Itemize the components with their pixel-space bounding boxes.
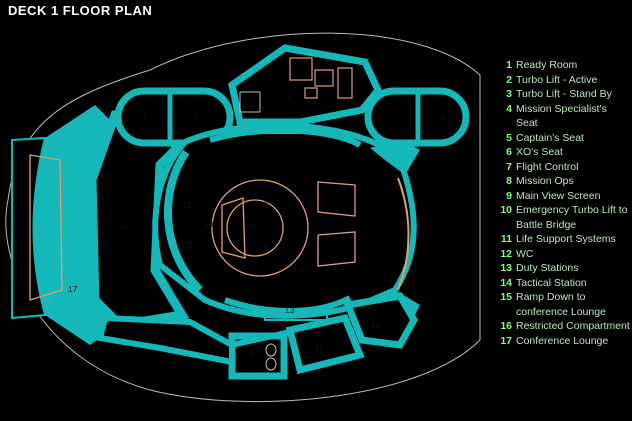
life-support — [285, 313, 365, 375]
legend-text: Restricted Compartment — [516, 320, 630, 332]
legend-item: 6 XO's Seat — [491, 145, 631, 160]
legend-item: 17 Conference Lounge — [491, 334, 631, 349]
legend-item: 8 Mission Ops — [491, 174, 631, 189]
legend-number: 10 — [500, 204, 512, 216]
legend-number: 17 — [500, 334, 512, 347]
plan-label-10: 10 — [371, 320, 381, 330]
legend-text: XO's Seat — [516, 146, 563, 158]
plan-label-13: 13 — [182, 240, 192, 250]
plan-label-5: 5 — [252, 221, 257, 231]
legend-number: 16 — [500, 320, 512, 332]
plan-label-17: 17 — [68, 284, 78, 294]
legend-item: 13 Duty Stations — [491, 261, 631, 276]
plan-label-11: 11 — [315, 342, 324, 352]
plan-label-7: 7 — [310, 239, 315, 249]
legend-number: 4 — [506, 102, 512, 115]
plan-label-13: 13 — [265, 134, 275, 144]
plan-label-2: 2 — [390, 113, 395, 123]
legend-number: 14 — [500, 276, 512, 289]
legend-item: 3 Turbo Lift - Stand By — [491, 87, 631, 102]
legend: 1 Ready Room 2 Turbo Lift - Active 3 Turbo Li… — [491, 58, 631, 348]
legend-item: 2 Turbo Lift - Active — [491, 73, 631, 88]
page-title: DECK 1 FLOOR PLAN — [8, 3, 153, 18]
legend-text: Duty Stations — [516, 262, 579, 274]
legend-text: WC — [516, 247, 534, 260]
legend-number: 8 — [506, 175, 512, 187]
legend-number: 2 — [506, 73, 512, 86]
legend-text: Tactical Station — [516, 276, 587, 289]
turbo-lifts-left — [114, 87, 234, 147]
legend-item: 4 Mission Specialist's Seat — [491, 102, 631, 131]
legend-item: 5 Captain's Seat — [491, 131, 631, 146]
plan-label-8: 8 — [310, 201, 315, 211]
legend-number: 6 — [506, 146, 512, 158]
legend-text: Flight Control — [516, 160, 579, 173]
bridge-main — [152, 122, 417, 319]
plan-label-12: 12 — [250, 348, 260, 358]
emergency-turbo-lift — [343, 292, 419, 349]
legend-item: 12 WC — [491, 247, 631, 262]
plan-label-3: 3 — [440, 113, 445, 123]
legend-text: Turbo Lift - Active — [516, 73, 598, 86]
plan-label-9: 9 — [398, 220, 403, 230]
legend-number: 5 — [506, 131, 512, 144]
plan-label-3: 3 — [142, 113, 147, 123]
legend-text: Captain's Seat — [516, 131, 584, 144]
legend-text: Ramp Down to conference Lounge — [516, 291, 606, 318]
ready-room — [228, 44, 383, 126]
legend-number: 1 — [506, 59, 512, 71]
legend-text: Mission Specialist's Seat — [516, 102, 607, 130]
legend-text: Turbo Lift - Stand By — [516, 88, 612, 100]
main-view-screen — [397, 177, 410, 291]
legend-item: 10 Emergency Turbo Lift to Battle Bridge — [491, 203, 631, 232]
flight-control-console — [317, 231, 356, 267]
legend-item: 11 Life Support Systems — [491, 232, 631, 247]
legend-text: Conference Lounge — [516, 334, 609, 347]
legend-number: 9 — [506, 189, 512, 202]
legend-text: Main View Screen — [516, 189, 601, 202]
legend-item: 9 Main View Screen — [491, 189, 631, 204]
legend-item: 7 Flight Control — [491, 160, 631, 175]
legend-number: 12 — [500, 247, 512, 260]
legend-text: Emergency Turbo Lift to Battle Bridge — [516, 204, 628, 231]
plan-label-12: 12 — [255, 103, 265, 113]
legend-number: 3 — [506, 88, 512, 100]
legend-item: 15 Ramp Down to conference Lounge — [491, 290, 631, 319]
legend-number: 11 — [500, 233, 512, 245]
legend-number: 15 — [500, 291, 512, 303]
legend-text: Mission Ops — [516, 175, 574, 187]
ramp-to-lounge — [96, 314, 235, 366]
plan-label-16: 16 — [118, 221, 128, 231]
plan-label-13: 13 — [182, 200, 192, 210]
plan-label-1: 1 — [287, 90, 292, 100]
legend-number: 7 — [506, 160, 512, 173]
legend-item: 1 Ready Room — [491, 58, 631, 73]
plan-label-15: 15 — [137, 331, 147, 341]
command-ring — [211, 179, 309, 277]
plan-label-13: 13 — [285, 305, 295, 315]
mission-ops-console — [317, 181, 356, 217]
plan-label-14: 14 — [204, 219, 214, 229]
legend-item: 16 Restricted Compartment — [491, 319, 631, 334]
legend-text: Ready Room — [516, 59, 578, 71]
plan-label-2: 2 — [193, 113, 198, 123]
legend-text: Life Support Systems — [516, 233, 616, 245]
legend-item: 14 Tactical Station — [491, 276, 631, 291]
plan-label-6: 6 — [263, 241, 268, 251]
legend-number: 13 — [500, 262, 512, 274]
plan-label-4: 4 — [263, 198, 268, 208]
